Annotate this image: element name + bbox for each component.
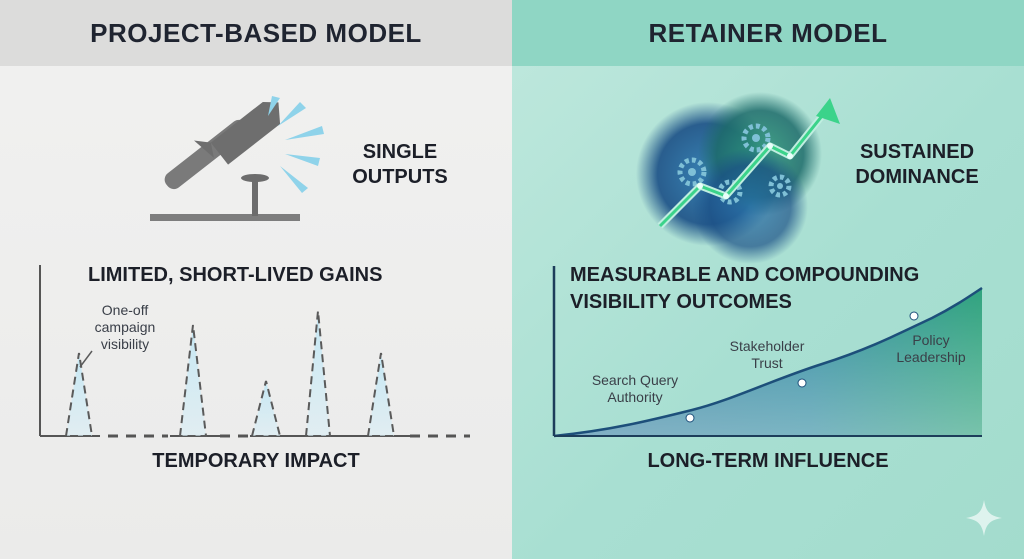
project-based-title: PROJECT-BASED MODEL (0, 0, 512, 66)
sustained-dominance-label: SUSTAINED DOMINANCE (855, 141, 979, 188)
project-based-panel: PROJECT-BASED MODEL SINGLE OUTPUTS LIMIT… (0, 0, 512, 559)
milestone-label-1: Search Query Authority (591, 372, 679, 405)
milestone-label-2: Stakeholder Trust (729, 338, 805, 371)
milestone-point-1 (685, 413, 695, 423)
spike-4 (304, 310, 332, 437)
spike-1 (64, 352, 94, 437)
retainer-title: RETAINER MODEL (512, 0, 1024, 66)
measurable-outcomes-heading: MEASURABLE AND COMPOUNDING VISIBILITY OU… (570, 264, 920, 313)
retainer-panel: RETAINER MODEL (512, 0, 1024, 559)
gears-growth-arrow-icon (636, 92, 840, 264)
hammer-nail-icon (150, 96, 324, 221)
milestone-label-3: Policy Leadership (896, 332, 966, 365)
long-term-influence-footer: LONG-TERM INFLUENCE (647, 450, 889, 472)
milestone-point-3 (909, 311, 919, 321)
spike-5 (366, 352, 396, 437)
limited-gains-heading: LIMITED, SHORT-LIVED GAINS (88, 264, 383, 286)
single-outputs-label: SINGLE OUTPUTS (352, 141, 448, 188)
milestone-point-2 (797, 378, 807, 388)
spike-2 (178, 324, 208, 437)
sparkle-icon (966, 500, 1002, 536)
temporary-impact-footer: TEMPORARY IMPACT (152, 450, 360, 472)
spike-3 (250, 380, 282, 437)
compounding-growth-chart (552, 266, 983, 438)
temporary-spikes-chart (39, 265, 470, 438)
one-off-annotation: One-off campaign visibility (94, 302, 156, 352)
